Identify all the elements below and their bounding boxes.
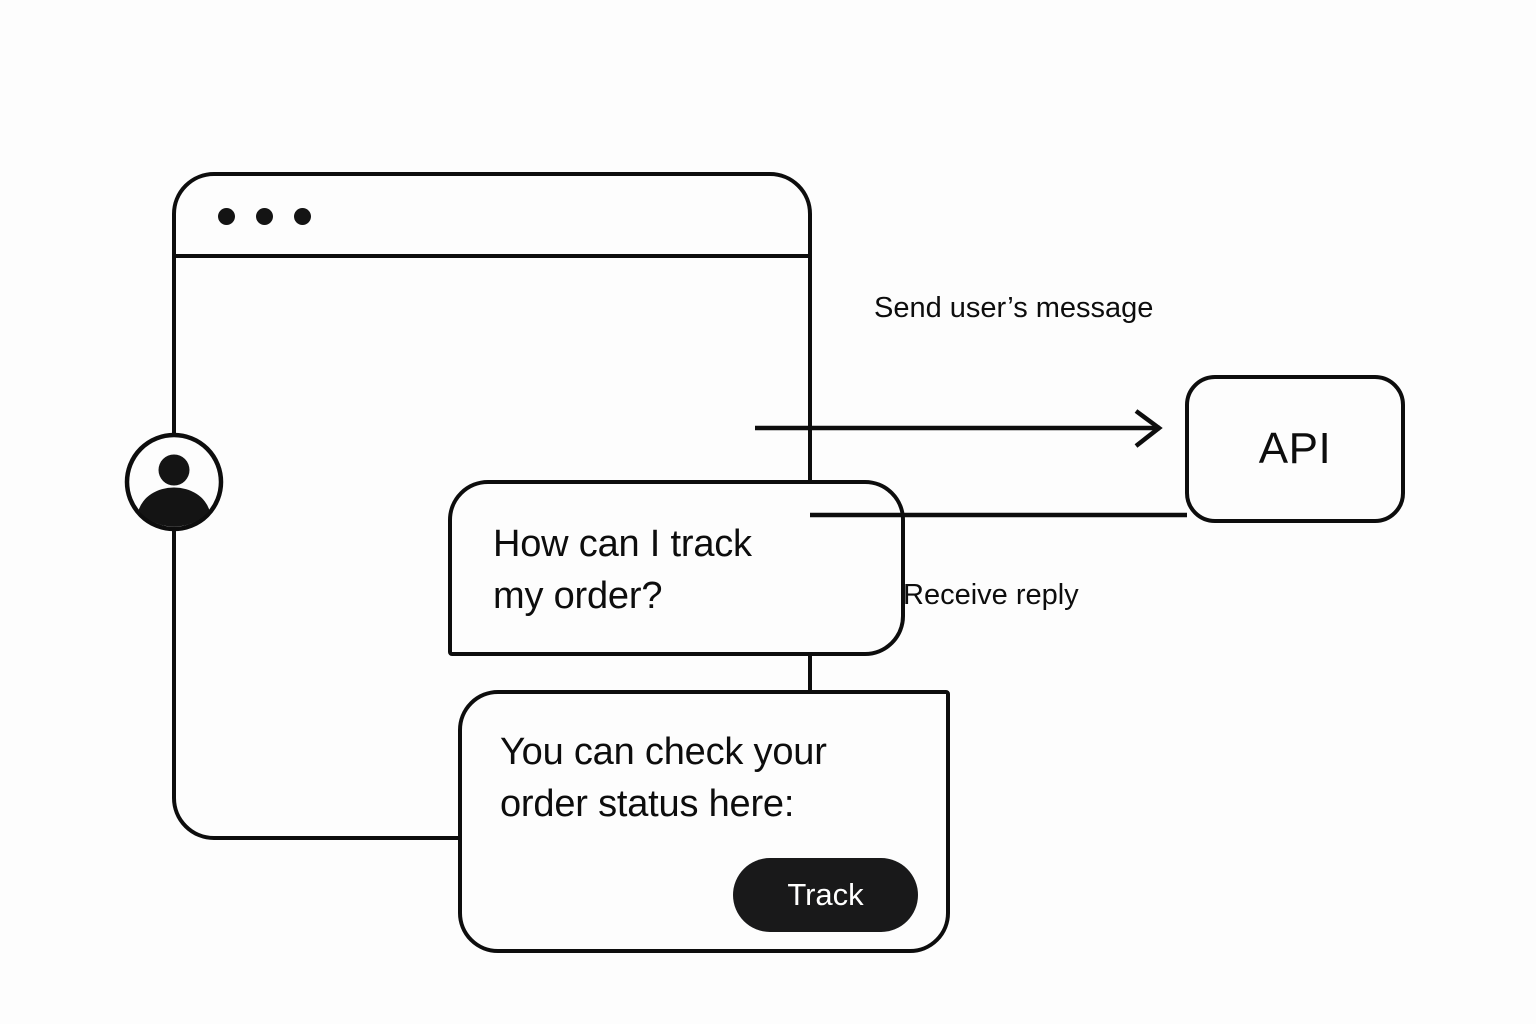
- user-avatar-icon: [124, 432, 224, 532]
- send-message-label: Send user’s message: [874, 292, 1154, 324]
- window-dot-3-icon[interactable]: [294, 208, 311, 225]
- message-bubble-assistant: You can check your order status here: Tr…: [458, 690, 950, 953]
- window-dot-1-icon[interactable]: [218, 208, 235, 225]
- window-titlebar: [176, 176, 808, 258]
- window-controls: [218, 208, 311, 225]
- receive-reply-label: Receive reply: [903, 579, 1079, 611]
- api-node-label: API: [1258, 424, 1332, 473]
- message-text-assistant: You can check your order status here:: [500, 731, 827, 825]
- message-text-user: How can I track my order?: [493, 523, 752, 617]
- api-node[interactable]: API: [1185, 375, 1405, 523]
- window-dot-2-icon[interactable]: [256, 208, 273, 225]
- track-button[interactable]: Track: [733, 858, 918, 932]
- send-message-arrow: [755, 409, 1163, 448]
- chat-window: How can I track my order? You can check …: [172, 172, 950, 953]
- message-bubble-user: How can I track my order?: [448, 480, 905, 656]
